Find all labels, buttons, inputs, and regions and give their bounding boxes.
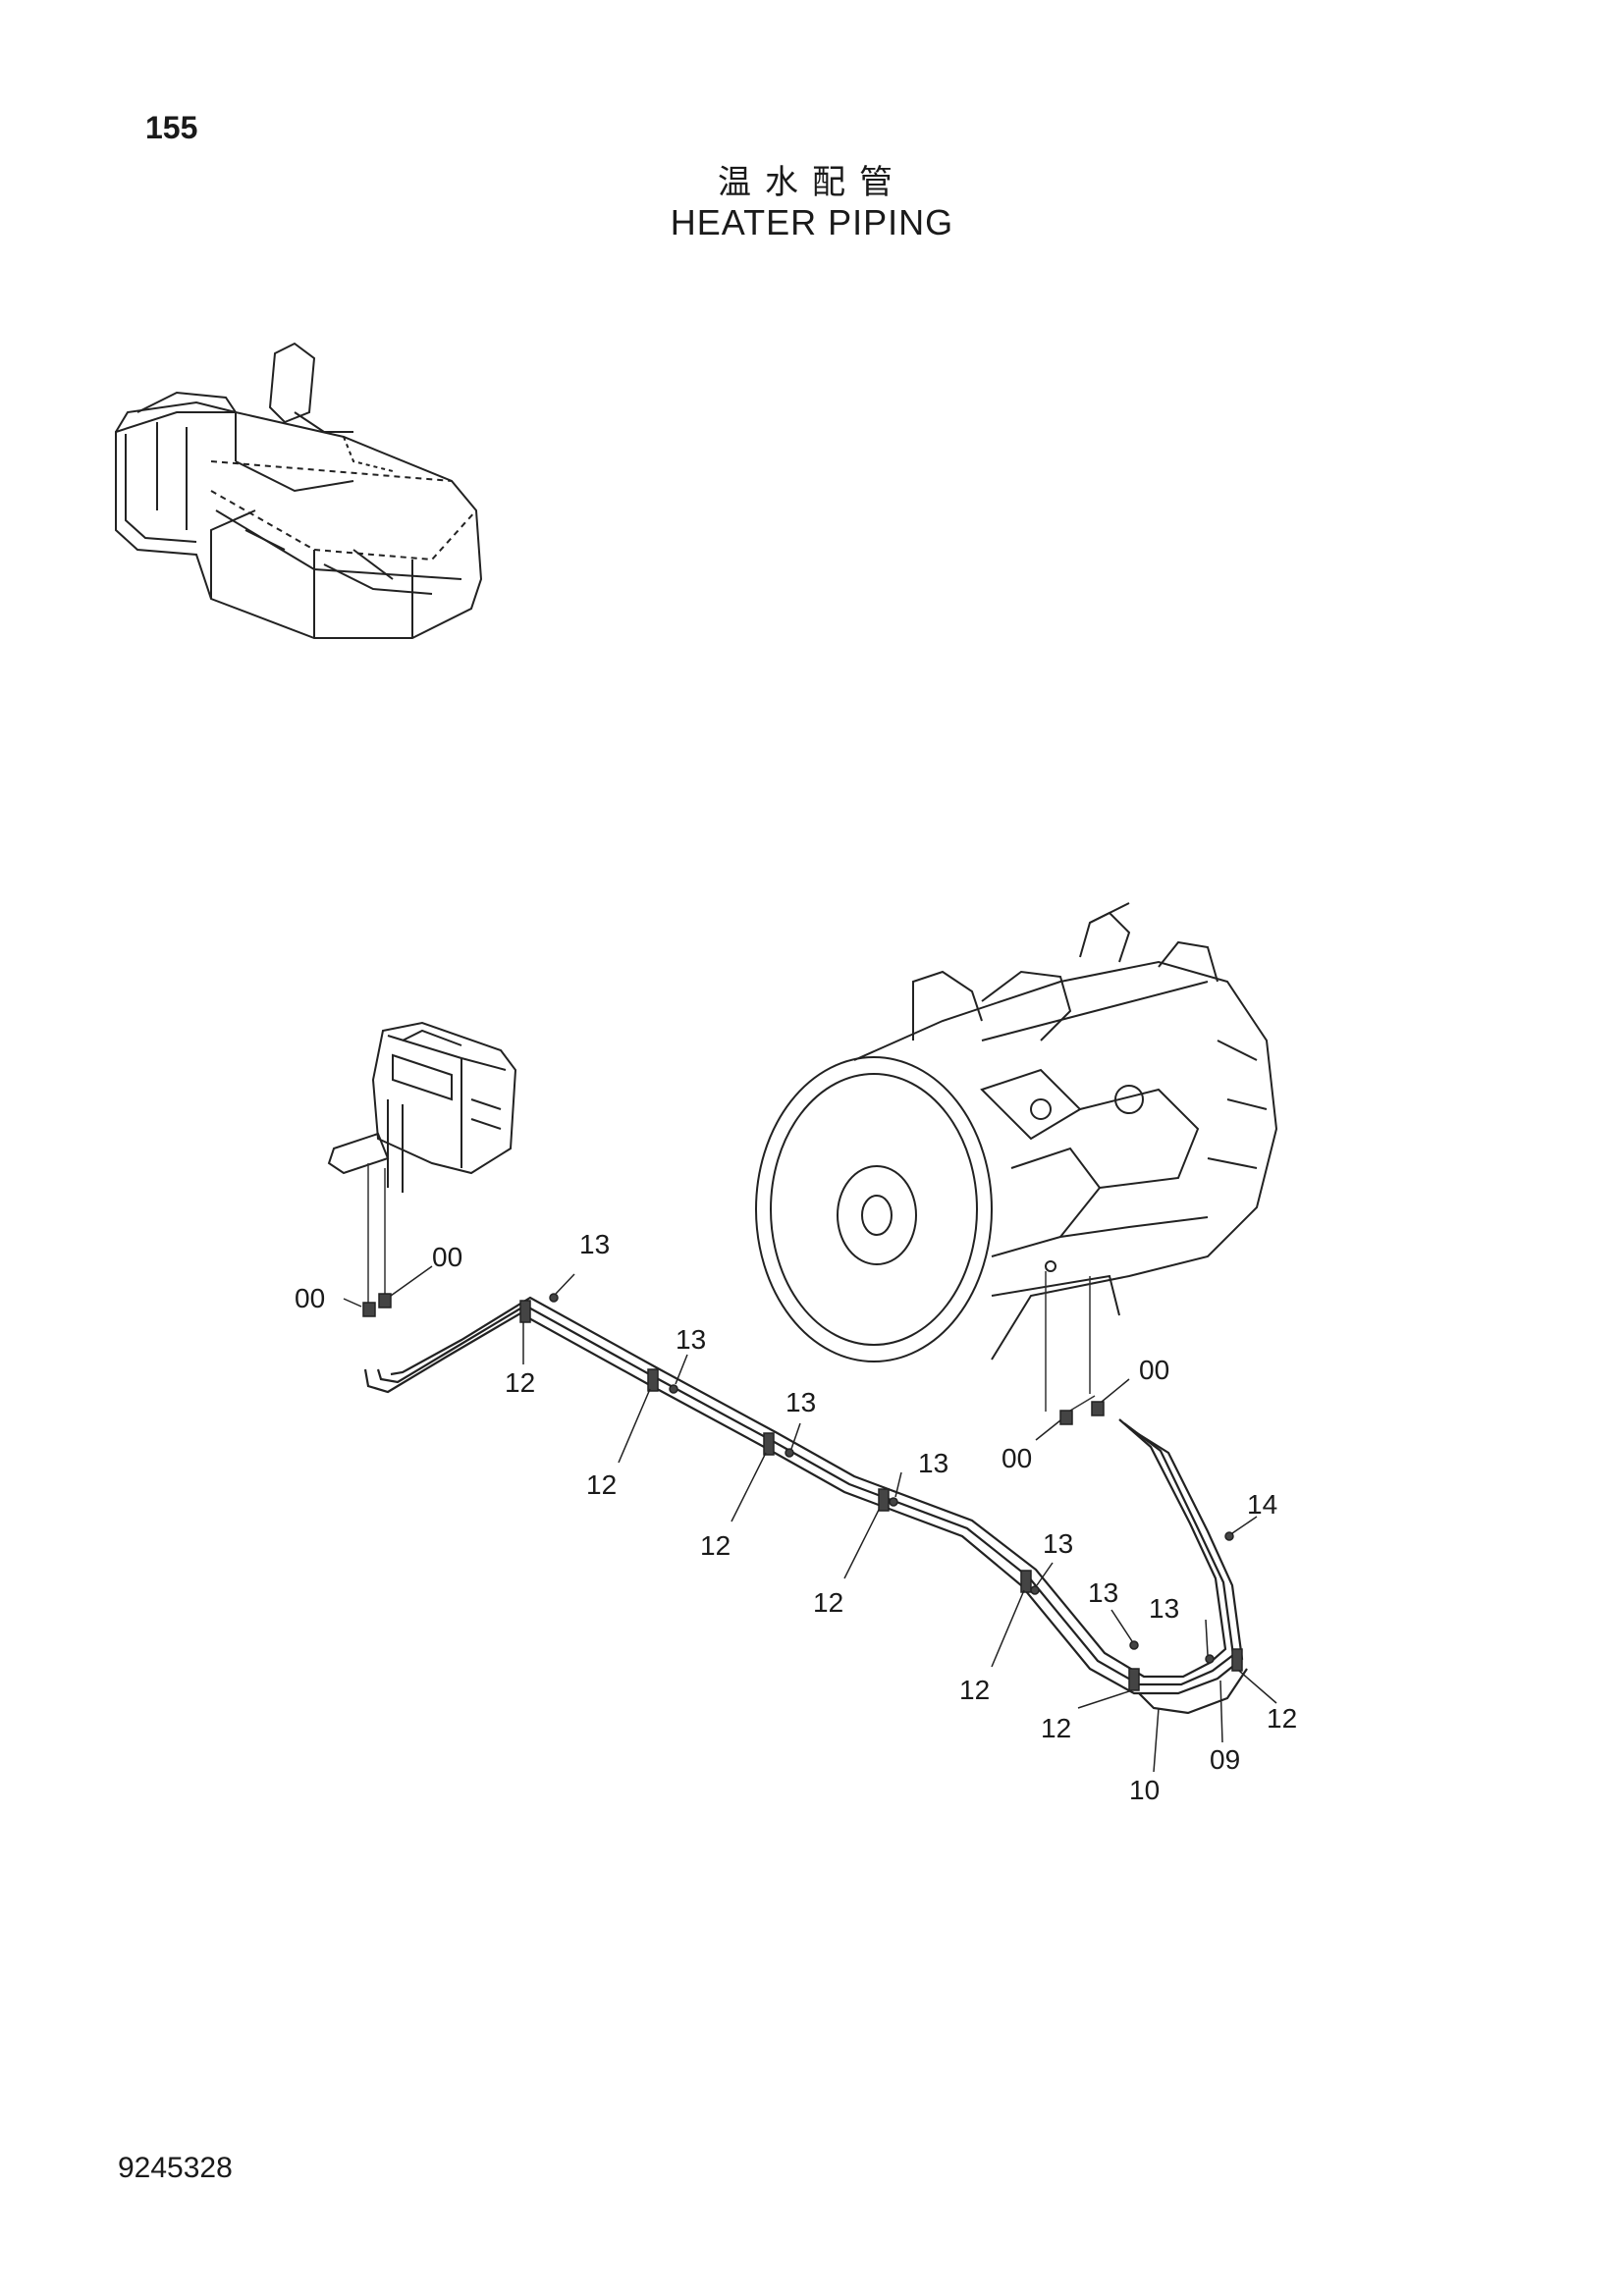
clamp-12-f bbox=[1128, 1668, 1140, 1691]
callout-12: 12 bbox=[586, 1469, 617, 1500]
leader-lines bbox=[343, 1265, 1277, 1773]
bolt-14 bbox=[1224, 1531, 1234, 1541]
page-number: 155 bbox=[145, 110, 198, 145]
heater-unit-illustration bbox=[327, 1021, 517, 1193]
callout-00: 00 bbox=[295, 1283, 325, 1313]
callout-00: 00 bbox=[1139, 1355, 1169, 1385]
callout-labels: 00 00 13 12 13 12 13 12 13 12 13 12 13 1… bbox=[295, 1229, 1297, 1805]
callout-13: 13 bbox=[1043, 1528, 1073, 1559]
callout-12: 12 bbox=[959, 1675, 990, 1705]
clamp-12-d bbox=[878, 1488, 890, 1512]
fitting-00-c bbox=[1059, 1410, 1073, 1425]
callout-00: 00 bbox=[1001, 1443, 1032, 1473]
fitting-00-a bbox=[362, 1302, 376, 1317]
fitting-00-b bbox=[378, 1293, 392, 1308]
callout-13: 13 bbox=[579, 1229, 610, 1259]
callout-13: 13 bbox=[676, 1324, 706, 1355]
bolt-13-e bbox=[1030, 1585, 1040, 1595]
bolt-13-b bbox=[669, 1384, 678, 1394]
heater-hoses bbox=[363, 1296, 1248, 1715]
callout-13: 13 bbox=[918, 1448, 948, 1478]
engine-illustration bbox=[755, 902, 1278, 1362]
callout-13: 13 bbox=[1149, 1593, 1179, 1624]
clamp-12-a bbox=[519, 1300, 531, 1323]
callout-12: 12 bbox=[505, 1367, 535, 1398]
title-japanese: 温水配管 bbox=[718, 163, 906, 202]
clamp-12-e bbox=[1020, 1570, 1032, 1593]
bolt-13-d bbox=[889, 1497, 898, 1507]
callout-14: 14 bbox=[1247, 1489, 1277, 1520]
machine-overview-illustration bbox=[115, 342, 483, 639]
callout-13: 13 bbox=[785, 1387, 816, 1417]
callout-12: 12 bbox=[813, 1587, 843, 1618]
document-number: 9245328 bbox=[118, 2152, 233, 2184]
callout-10: 10 bbox=[1129, 1775, 1160, 1805]
clamp-12-c bbox=[763, 1432, 775, 1456]
callout-00: 00 bbox=[432, 1242, 462, 1272]
callout-12: 12 bbox=[1267, 1703, 1297, 1734]
bolt-13-f bbox=[1129, 1640, 1139, 1650]
clamp-12-g bbox=[1231, 1648, 1243, 1672]
fitting-00-d bbox=[1091, 1401, 1105, 1416]
callout-09: 09 bbox=[1210, 1744, 1240, 1775]
clamp-12-b bbox=[647, 1368, 659, 1392]
callout-12: 12 bbox=[1041, 1713, 1071, 1743]
callout-13: 13 bbox=[1088, 1577, 1118, 1608]
guide-lines bbox=[367, 1163, 1096, 1415]
callout-12: 12 bbox=[700, 1530, 731, 1561]
bolt-13-c bbox=[785, 1448, 794, 1458]
bolt-13-a bbox=[549, 1293, 559, 1303]
bolt-13-g bbox=[1205, 1654, 1215, 1664]
hose-fittings bbox=[362, 1293, 1243, 1691]
title-english: HEATER PIPING bbox=[670, 202, 954, 242]
